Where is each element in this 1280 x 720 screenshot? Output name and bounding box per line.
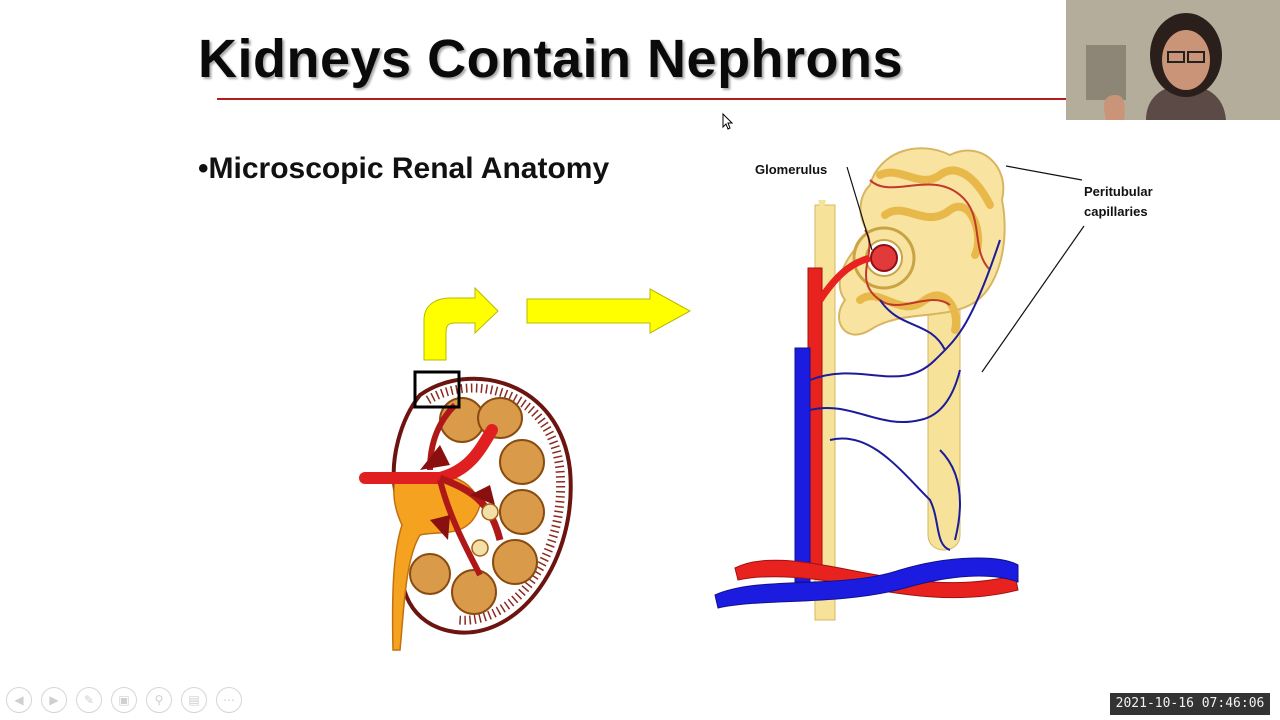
more-icon[interactable]: ⋯ [216,687,242,713]
bullet-point: •Microscopic Renal Anatomy [198,152,610,185]
pen-icon[interactable]: ✎ [76,687,102,713]
kidney-illustration [359,370,573,651]
yellow-arrows [423,286,692,361]
slides-icon[interactable]: ▣ [111,687,137,713]
presentation-toolbar: ◀ ▶ ✎ ▣ ⚲ ▤ ⋯ [6,687,242,713]
slide-title: Kidneys Contain Nephrons [198,29,904,89]
next-icon[interactable]: ▶ [41,687,67,713]
glomerulus-label: Glomerulus [755,162,828,177]
peritubular-label: Peritubular capillaries [1084,184,1153,219]
zoom-icon[interactable]: ⚲ [146,687,172,713]
mouse-cursor-icon [722,113,734,130]
subtitles-icon[interactable]: ▤ [181,687,207,713]
presenter-video-icon [1066,0,1280,120]
title-underline [217,98,1067,100]
nephron-illustration [714,147,1085,621]
previous-icon[interactable]: ◀ [6,687,32,713]
presenter-webcam [1066,0,1280,120]
recording-timestamp: 2021-10-16 07:46:06 [1110,693,1270,715]
zoom-box [413,370,461,409]
